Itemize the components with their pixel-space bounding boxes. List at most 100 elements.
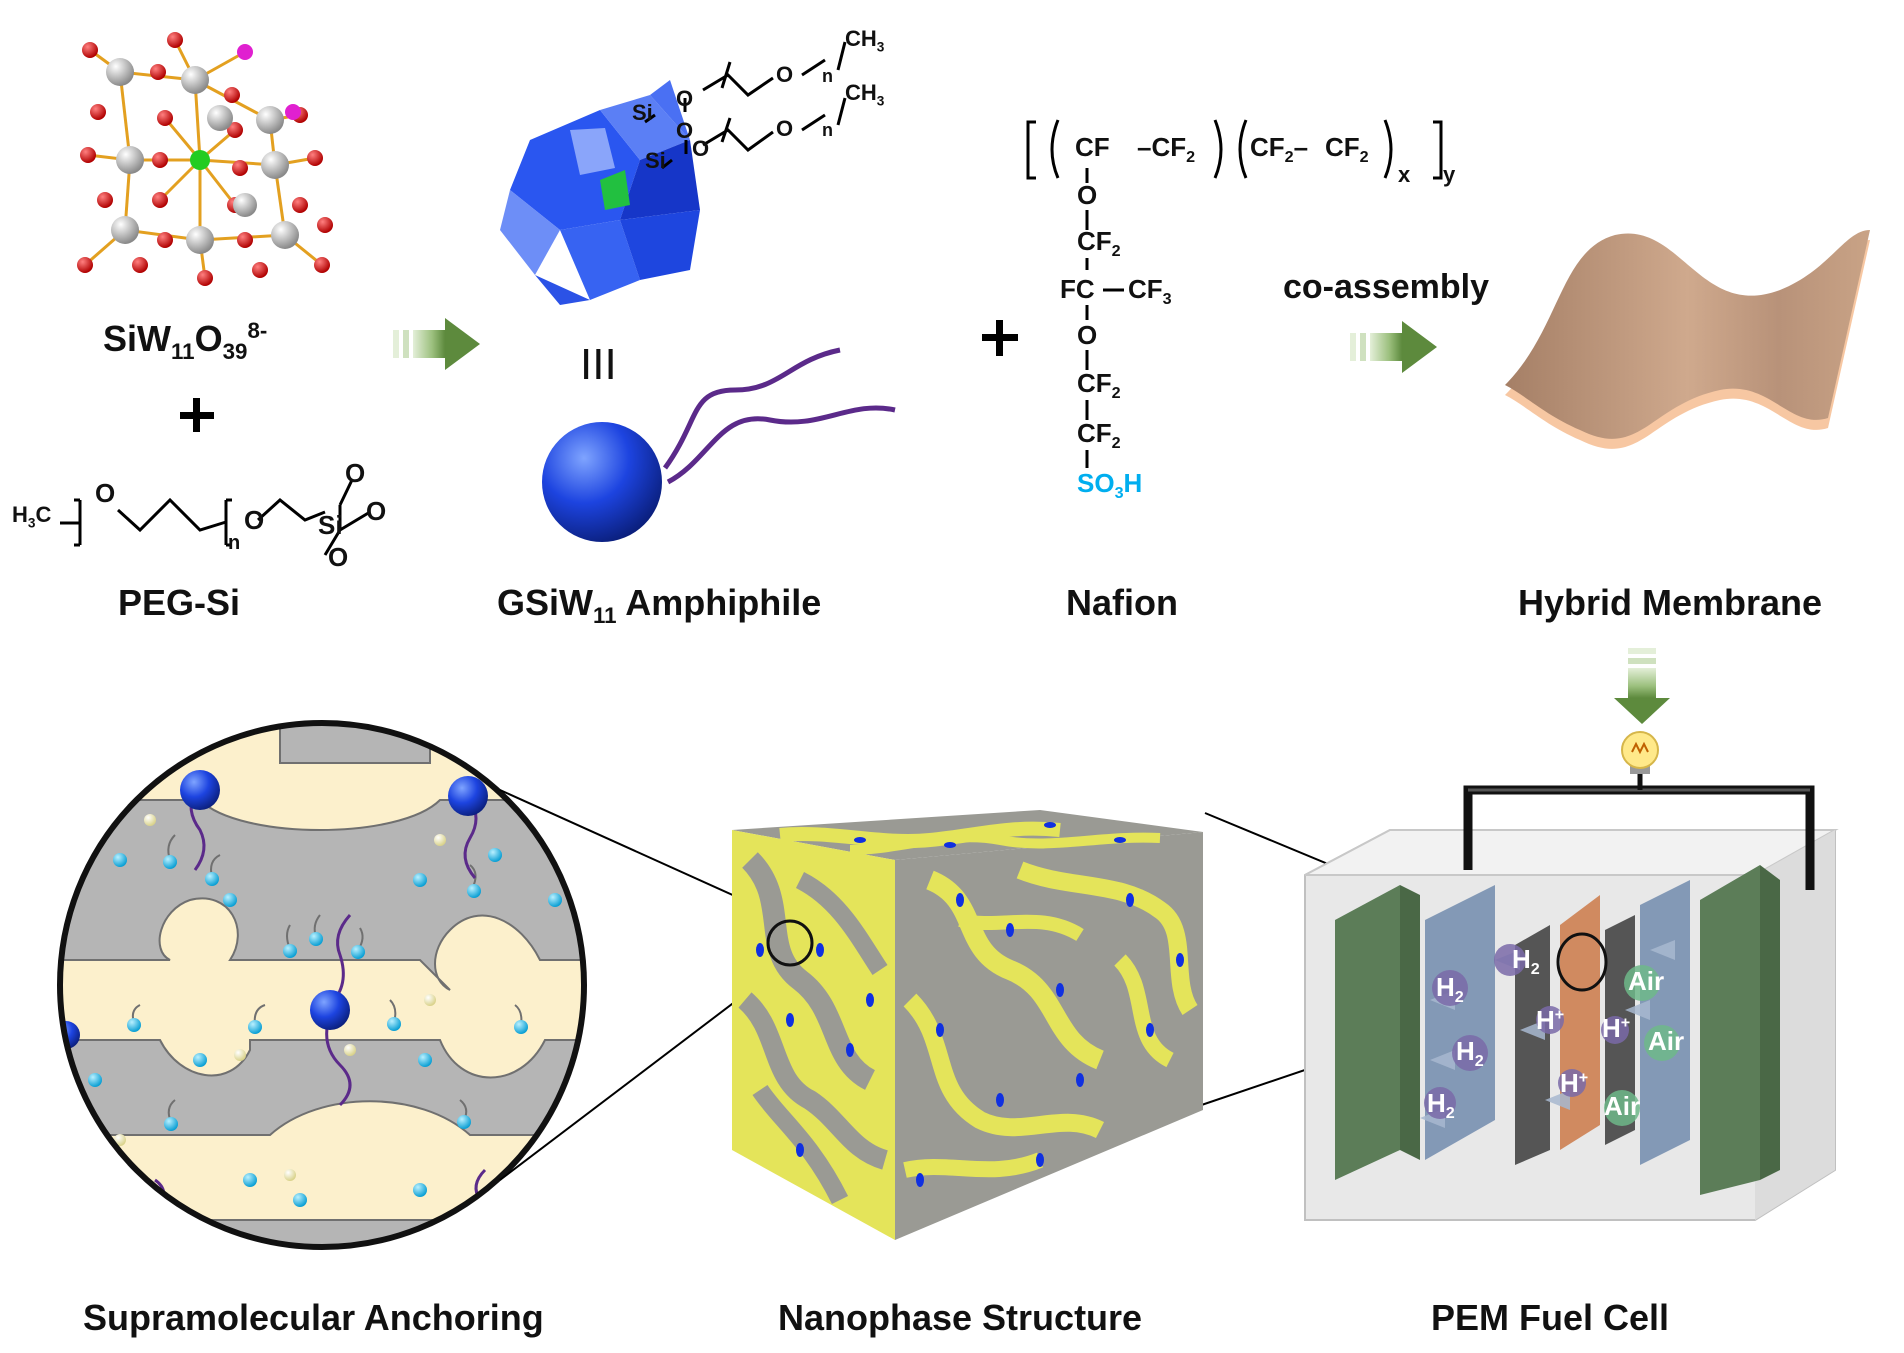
fc-hplus-2-sup: + [1620, 1013, 1631, 1032]
fc-h2-1: H2 [1512, 944, 1540, 979]
nafion-so3h-h: H [1123, 468, 1143, 498]
siw11-base: SiW [103, 318, 171, 359]
fc-hplus-1-sup: + [1554, 1005, 1565, 1024]
gsiw11-rest: Amphiphile [616, 582, 822, 623]
hybrid-membrane-sheet [1505, 230, 1870, 449]
nafion-cf: CF [1075, 132, 1110, 162]
fc-h2-2-h: H [1436, 972, 1455, 1002]
arrow-siw11-to-gsiw11 [393, 318, 480, 370]
nafion-cf2e: CF2 [1077, 368, 1121, 403]
amphiphile-cartoon [542, 347, 896, 542]
gsiw-ch3b-ch: CH [845, 80, 877, 105]
peg-c: C [35, 502, 52, 527]
peg-si: Si [318, 510, 343, 540]
nafion-cf2d-sub: 2 [1111, 242, 1121, 261]
pem-fuel-cell [1304, 731, 1839, 1221]
peg-n: n [228, 532, 241, 554]
gsiw-ch3b-sub: 3 [876, 93, 885, 109]
nafion-so3h: SO3H [1077, 468, 1142, 503]
nafion-cf2a-cf: CF [1151, 132, 1187, 162]
nafion-o2: O [1077, 320, 1098, 350]
gsiw11-sub: 11 [593, 603, 617, 629]
fc-hplus-1-h: H [1536, 1005, 1555, 1035]
fc-h2-1-sub: 2 [1530, 960, 1540, 979]
nafion-so3h-sub: 3 [1114, 484, 1124, 503]
nafion-label: Nafion [1066, 582, 1178, 623]
nafion-cf2c-sub: 2 [1359, 148, 1369, 167]
fc-h2-2: H2 [1436, 972, 1464, 1007]
fc-air-2: Air [1648, 1026, 1685, 1056]
gsiw11-peg-chains [644, 41, 847, 170]
fc-h2-3: H2 [1456, 1036, 1484, 1071]
nafion-cf2f: CF2 [1077, 418, 1121, 453]
fc-h2-4: H2 [1427, 1088, 1455, 1123]
nafion-cf3-sub: 3 [1162, 290, 1172, 309]
nafion-cf3-cf: CF [1128, 274, 1163, 304]
gsiw-si1: Si [632, 100, 653, 125]
peg-h3c: H3C [12, 502, 51, 530]
nafion-cf2f-cf: CF [1077, 418, 1112, 448]
nafion-cf2a-sub: 2 [1186, 148, 1196, 167]
peg-om1: O [345, 458, 366, 488]
peg-o1: O [95, 478, 116, 508]
fc-hplus-3-h: H [1560, 1068, 1579, 1098]
gsiw-si2: Si [645, 148, 666, 173]
fc-h2-3-h: H [1456, 1036, 1475, 1066]
nafion-y: y [1443, 162, 1456, 187]
gsiw-ch3a: CH3 [845, 26, 884, 54]
nafion-cf2d-cf: CF [1077, 226, 1112, 256]
hybrid-membrane-label: Hybrid Membrane [1518, 582, 1823, 623]
gsiw-ch3b: CH3 [845, 80, 884, 108]
gsiw11-base: GSiW [497, 582, 593, 623]
peg-si-label: PEG-Si [118, 582, 241, 623]
nafion-cf2c: CF2 [1325, 132, 1369, 167]
nafion-cf2b-sub: 2 [1284, 148, 1294, 167]
fc-air-1: Air [1628, 966, 1665, 996]
peg-h-sub: 3 [27, 515, 36, 531]
nafion-cf2f-sub: 2 [1111, 434, 1121, 453]
fc-h2-4-h: H [1427, 1088, 1446, 1118]
nafion-cf2b-cf: CF [1250, 132, 1285, 162]
nafion-cf2b: CF2– [1250, 132, 1309, 167]
siw11-o: O [194, 318, 223, 359]
peg-h: H [12, 502, 28, 527]
gsiw-ch3a-ch: CH [845, 26, 877, 51]
siw11-atoms [77, 32, 333, 286]
gsiw-ch3a-sub: 3 [876, 39, 885, 55]
plus-signs [180, 320, 1018, 432]
fc-hplus-2-h: H [1602, 1013, 1621, 1043]
peg-o2: O [244, 505, 265, 535]
gsiw-o5: O [776, 116, 794, 141]
fc-hplus-3: H+ [1560, 1068, 1588, 1099]
nanophase-structure-label: Nanophase Structure [778, 1297, 1143, 1338]
fc-hplus-3-sup: + [1578, 1068, 1589, 1087]
gsiw-o2: O [676, 118, 694, 143]
siw11-sub2: 39 [222, 339, 248, 365]
fc-h2-1-h: H [1512, 944, 1531, 974]
nafion-fc: FC [1060, 274, 1095, 304]
peg-om2: O [366, 496, 387, 526]
nafion-cf2c-cf: CF [1325, 132, 1360, 162]
nafion-so3h-so: SO [1077, 468, 1115, 498]
gsiw-o4: O [776, 62, 794, 87]
fc-h2-2-sub: 2 [1454, 988, 1464, 1007]
gsiw-n2: n [822, 120, 833, 140]
arrow-membrane-to-fuelcell [1614, 648, 1670, 724]
equivalence-symbol: III [580, 340, 617, 389]
siw11-sub1: 11 [171, 339, 195, 365]
light-bulb-icon [1621, 731, 1659, 774]
gsiw-o1: O [676, 86, 694, 111]
gsiw-o3: O [692, 136, 710, 161]
nafion-cf2a: –CF2 [1137, 132, 1196, 167]
gsiw-n1: n [822, 66, 833, 86]
fc-hplus-1: H+ [1536, 1005, 1564, 1036]
nafion-cf2e-cf: CF [1077, 368, 1112, 398]
siw11-label: SiW11O398- [103, 318, 267, 365]
gsiw11-polyhedra-cluster [500, 80, 700, 305]
fc-air-3: Air [1604, 1091, 1641, 1121]
gsiw11-label: GSiW11 Amphiphile [497, 582, 821, 629]
supramolecular-zoom-circle [57, 720, 587, 1250]
nafion-structure-lines [1026, 119, 1443, 468]
